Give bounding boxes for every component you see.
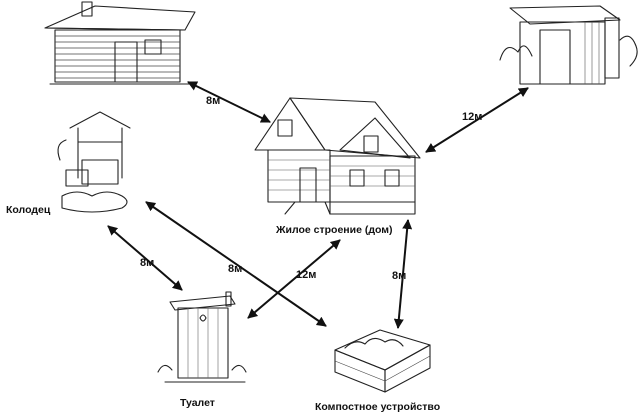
edge-label-compost-house: 8м [392,270,406,282]
edge-toilet-house [247,239,341,319]
shed-icon [499,5,638,85]
house-icon [254,97,421,215]
compost-icon [334,329,431,393]
node-label-compost: Компостное устройство [315,401,440,413]
edge-label-well-toilet: 8м [140,257,154,269]
edge-label-bathhouse-house: 8м [206,95,220,107]
bathhouse-icon [44,1,196,85]
edge-label-shed-house: 12м [462,111,482,123]
well-icon [57,111,131,213]
edge-compost-house [393,219,413,329]
edge-bathhouse-house [187,81,271,123]
node-label-well: Колодец [6,204,51,216]
edges [107,81,529,329]
edge-label-toilet-house: 12м [296,269,316,281]
node-label-house: Жилое строение (дом) [275,224,393,236]
node-label-toilet: Туалет [180,397,215,409]
edge-shed-house [425,87,529,153]
edge-label-well-compost: 8м [228,263,242,275]
toilet-icon [157,291,247,383]
